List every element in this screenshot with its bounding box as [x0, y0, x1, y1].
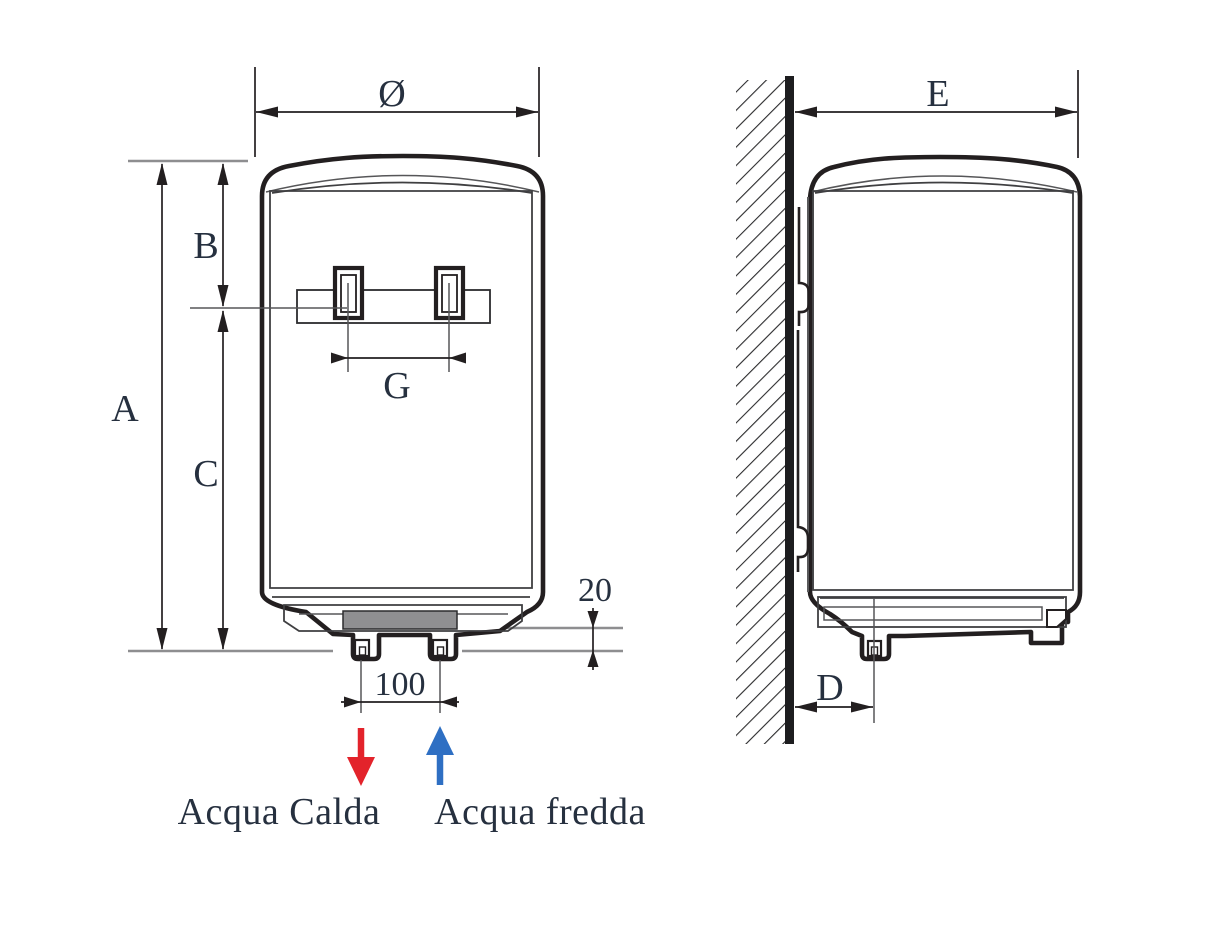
- pipe-spacing-label: 100: [375, 666, 426, 703]
- diameter-arrow-right-icon: [516, 106, 538, 118]
- pipe-offset-label: 20: [578, 572, 612, 609]
- bottom-seam-strip: [342, 610, 458, 630]
- wall-to-pipe-arrow-right-icon: [851, 701, 873, 713]
- hot-water-pipe: [353, 638, 371, 658]
- wall-hook-lower: [796, 330, 810, 572]
- pipe-spacing-arrow-right-icon: [440, 696, 457, 708]
- tank-front-top-edge-line: [265, 174, 540, 193]
- diameter-arrow-left-icon: [256, 106, 278, 118]
- bracket-spacing-arrow-left-icon: [331, 352, 348, 364]
- bracket-spacing-label: G: [383, 365, 410, 407]
- height-c-label: C: [193, 453, 218, 495]
- height-b-label: B: [193, 225, 218, 267]
- height-c-arrow-top-icon: [217, 310, 229, 332]
- tank-front-outline: [259, 153, 546, 662]
- hot-water-arrow-icon: [347, 757, 375, 786]
- hot-water-label: Acqua Calda: [178, 791, 381, 833]
- cold-water-pipe-bore: [436, 646, 445, 656]
- tank-side-outline: [807, 154, 1083, 662]
- wall-hook-upper: [797, 207, 811, 326]
- bottom-band-outline: [283, 604, 523, 632]
- tank-side-top-seam: [814, 181, 1074, 194]
- height-a-label: A: [111, 388, 139, 430]
- side-view: E D: [736, 70, 1083, 744]
- cold-water-pipe: [431, 638, 449, 658]
- mounting-plate: [296, 289, 491, 324]
- front-view: Ø A B C G 20 100: [111, 67, 646, 833]
- wall-to-pipe-arrow-left-icon: [795, 701, 817, 713]
- wall-hatching: [736, 80, 786, 744]
- height-b-arrow-bottom-icon: [217, 285, 229, 307]
- pipe-offset-arrow-bottom-icon: [587, 650, 599, 667]
- tank-side-inner-panel: [812, 190, 1074, 591]
- bracket-spacing-arrow-right-icon: [449, 352, 466, 364]
- wall-to-pipe-label: D: [816, 667, 843, 709]
- depth-label: E: [926, 73, 949, 115]
- diameter-label: Ø: [378, 73, 405, 115]
- height-a-arrow-bottom-icon: [156, 628, 168, 650]
- side-bottom-block: [1046, 609, 1067, 628]
- side-bottom-seam-strip: [823, 606, 1043, 621]
- depth-arrow-left-icon: [795, 106, 817, 118]
- hot-water-pipe-bore: [358, 646, 367, 656]
- height-b-arrow-top-icon: [217, 163, 229, 185]
- tank-front-top-seam: [271, 181, 533, 194]
- height-c-arrow-bottom-icon: [217, 628, 229, 650]
- tank-side-top-edge-line: [811, 175, 1078, 193]
- pipe-spacing-arrow-left-icon: [344, 696, 361, 708]
- depth-arrow-right-icon: [1055, 106, 1077, 118]
- cold-water-arrow-icon: [426, 726, 454, 755]
- cold-water-label: Acqua fredda: [434, 791, 646, 833]
- height-a-arrow-top-icon: [156, 163, 168, 185]
- pipe-offset-arrow-top-icon: [587, 611, 599, 628]
- tank-front-inner-panel: [269, 190, 533, 589]
